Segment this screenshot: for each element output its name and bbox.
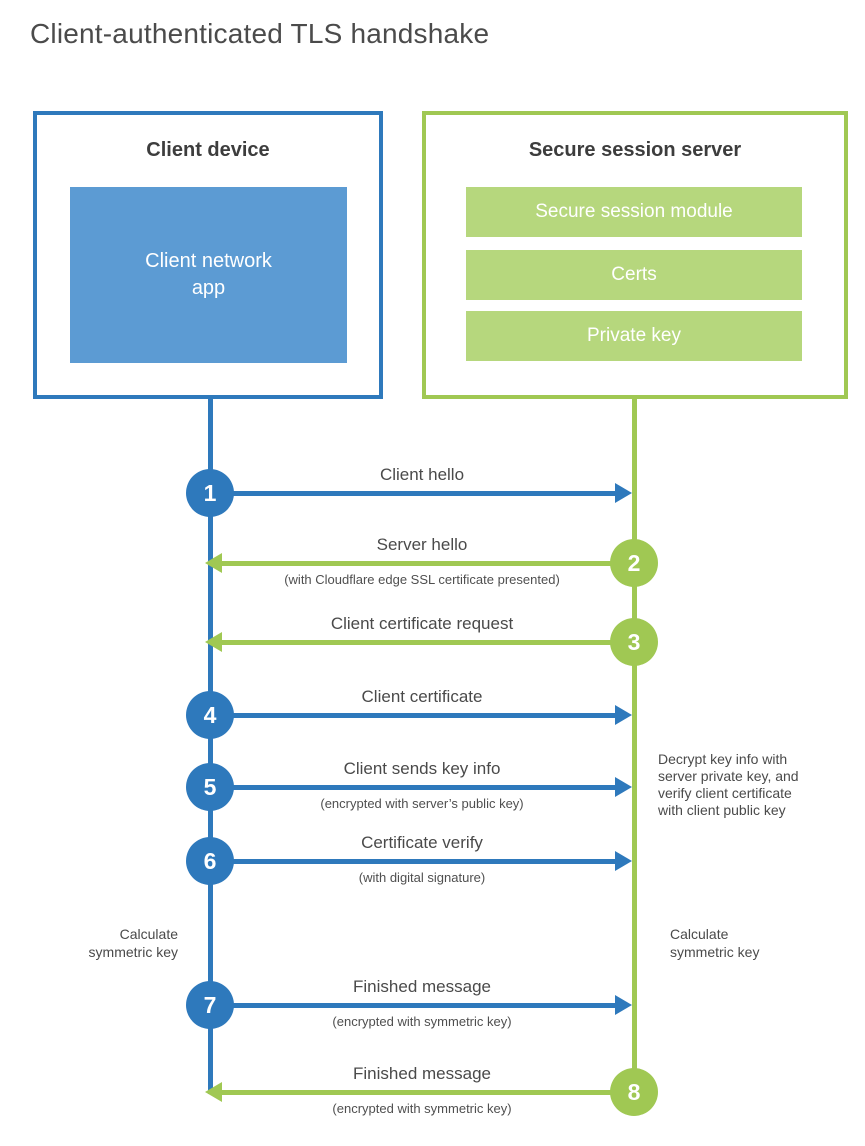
- step-number-badge: 5: [186, 763, 234, 811]
- client-network-app-label-line2: app: [191, 277, 226, 299]
- step-label: Finished message: [353, 977, 491, 996]
- step-number-badge: 1: [186, 469, 234, 517]
- step-label: Client hello: [379, 465, 465, 484]
- step-label: Client certificate request: [330, 614, 514, 633]
- calc-client-line1: Calculate: [119, 926, 178, 942]
- server-module-private-key: Private key: [466, 311, 802, 361]
- step-number-badge: 2: [610, 539, 658, 587]
- step-number-badge: 4: [186, 691, 234, 739]
- arrow-right-icon: [615, 777, 632, 797]
- calc-client-line2: symmetric key: [88, 943, 178, 960]
- server-decrypt-note-line2: server private key, and: [658, 768, 799, 784]
- calc-symmetric-key-server: Calculate symmetric key: [670, 926, 810, 961]
- server-module-certs: Certs: [466, 250, 802, 300]
- step-label: Client certificate: [361, 687, 483, 706]
- calc-symmetric-key-client: Calculate symmetric key: [40, 926, 178, 961]
- step-number-badge: 7: [186, 981, 234, 1029]
- arrow-left-icon: [205, 553, 222, 573]
- client-device-title: Client device: [146, 139, 270, 161]
- arrow-left-icon: [205, 632, 222, 652]
- arrow-line: [222, 561, 634, 566]
- calc-server-line2: symmetric key: [670, 943, 760, 960]
- step-sublabel: (encrypted with symmetric key): [332, 1101, 512, 1116]
- server-decrypt-note-line1: Decrypt key info with: [658, 751, 788, 767]
- server-decrypt-note-line3: verify client certificate: [658, 785, 792, 801]
- server-lifeline: [632, 397, 637, 1092]
- step-sublabel: (encrypted with symmetric key): [332, 1014, 512, 1029]
- client-lifeline: [208, 397, 213, 1094]
- step-number-badge: 3: [610, 618, 658, 666]
- server-decrypt-note-line4: with client public key: [658, 802, 786, 818]
- step-sublabel: (with digital signature): [358, 870, 486, 885]
- arrow-right-icon: [615, 995, 632, 1015]
- server-decrypt-note: Decrypt key info with server private key…: [658, 751, 838, 819]
- step-label: Finished message: [353, 1064, 491, 1083]
- secure-session-server-title: Secure session server: [528, 139, 742, 161]
- arrow-line: [222, 640, 634, 645]
- client-network-app-box: Client network app: [70, 187, 347, 363]
- arrow-line: [210, 859, 616, 864]
- server-module-secure-session: Secure session module: [466, 187, 802, 237]
- arrow-right-icon: [615, 705, 632, 725]
- arrow-right-icon: [615, 483, 632, 503]
- arrow-line: [210, 1003, 616, 1008]
- step-label: Client sends key info: [343, 759, 501, 778]
- step-label: Server hello: [376, 535, 468, 554]
- step-number-badge: 8: [610, 1068, 658, 1116]
- step-label: Certificate verify: [361, 833, 483, 852]
- arrow-line: [210, 713, 616, 718]
- arrow-left-icon: [205, 1082, 222, 1102]
- step-sublabel: (encrypted with server’s public key): [320, 796, 524, 811]
- step-sublabel: (with Cloudflare edge SSL certificate pr…: [284, 572, 560, 587]
- arrow-line: [222, 1090, 634, 1095]
- arrow-line: [210, 491, 616, 496]
- client-network-app-label-line1: Client network: [145, 250, 272, 272]
- arrow-line: [210, 785, 616, 790]
- step-number-badge: 6: [186, 837, 234, 885]
- arrow-right-icon: [615, 851, 632, 871]
- page-title: Client-authenticated TLS handshake: [30, 18, 490, 49]
- calc-server-line1: Calculate: [670, 926, 729, 942]
